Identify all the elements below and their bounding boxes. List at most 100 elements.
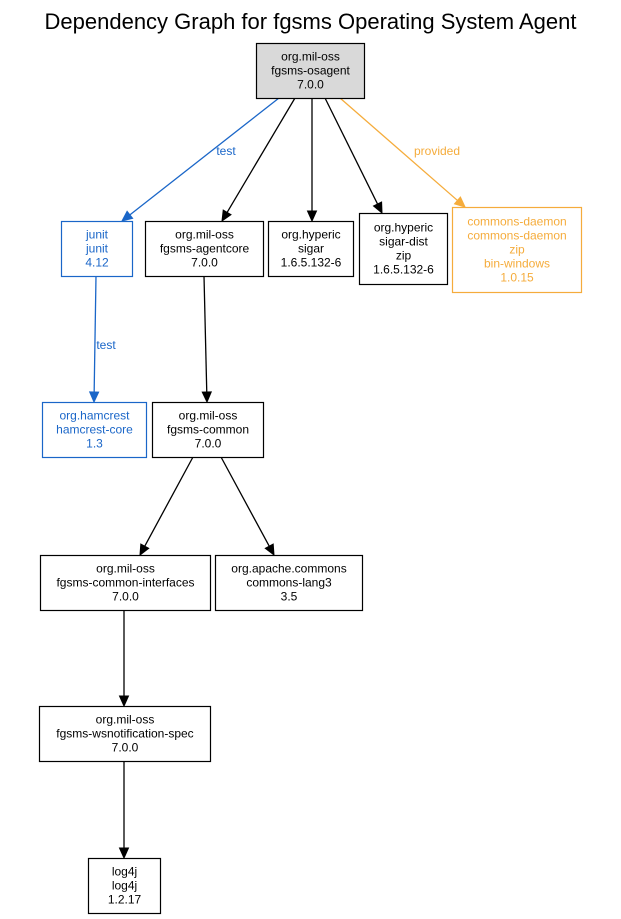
node-label-line: 4.12 (85, 256, 109, 270)
edge-line (226, 97, 296, 213)
arrowhead-icon (264, 543, 275, 557)
edge-line (93, 275, 97, 393)
node-wsn-spec[interactable]: org.mil-ossfgsms-wsnotification-spec7.0.… (38, 705, 212, 763)
arrowhead-icon (121, 210, 134, 222)
arrowhead-icon (118, 695, 130, 708)
node-label-line: org.hyperic (281, 228, 340, 242)
graph-title: Dependency Graph for fgsms Operating Sys… (44, 9, 577, 34)
node-box (41, 401, 148, 459)
node-label-line: junit (85, 242, 109, 256)
node-label-line: org.mil-oss (96, 562, 155, 576)
edge-line (324, 97, 379, 205)
edge-junit-to-hamcrest: test (88, 275, 116, 404)
node-box (151, 401, 265, 459)
arrowhead-icon (118, 847, 130, 860)
node-label-line: 1.2.17 (108, 893, 142, 907)
node-label-line: commons-lang3 (246, 576, 332, 590)
edge-common-to-common-interfaces (139, 456, 194, 557)
node-label-line: 7.0.0 (112, 741, 139, 755)
node-label-line: sigar (298, 242, 324, 256)
node-label-line: commons-daemon (467, 215, 566, 229)
node-box (87, 857, 162, 915)
node-label-line: org.mil-oss (281, 50, 340, 64)
node-commons-daemon[interactable]: commons-daemoncommons-daemonzipbin-windo… (451, 206, 583, 294)
edge-osagent-to-commons-daemon: provided (339, 97, 466, 208)
node-label-line: org.hamcrest (59, 409, 130, 423)
node-label-line: commons-daemon (467, 229, 566, 243)
edge-agentcore-to-common (201, 275, 213, 404)
node-label-line: hamcrest-core (56, 423, 133, 437)
arrowhead-icon (372, 201, 383, 215)
node-label-line: sigar-dist (379, 235, 428, 249)
arrowhead-icon (306, 210, 318, 223)
edge-label: test (96, 338, 116, 352)
edge-layer: test provided test (88, 97, 466, 860)
node-label-line: org.mil-oss (179, 409, 238, 423)
node-label-line: fgsms-common-interfaces (56, 576, 194, 590)
node-label-line: log4j (112, 879, 137, 893)
edge-line (203, 275, 208, 393)
node-label-line: zip (509, 243, 525, 257)
edge-osagent-to-sigar (306, 98, 318, 223)
node-box (214, 554, 364, 612)
node-layer: org.mil-ossfgsms-osagent7.0.0junitjunit4… (38, 42, 583, 915)
edge-osagent-to-junit: test (121, 97, 280, 222)
node-label-line: org.hyperic (374, 221, 433, 235)
node-label-line: org.mil-oss (175, 228, 234, 242)
edge-osagent-to-sigar-dist (324, 97, 383, 215)
node-label-line: fgsms-osagent (271, 64, 350, 78)
edge-common-interfaces-to-wsn-spec (118, 610, 130, 708)
node-label-line: bin-windows (484, 257, 550, 271)
arrowhead-icon (221, 209, 232, 223)
edge-line (129, 97, 280, 216)
node-box (39, 554, 212, 612)
arrowhead-icon (88, 391, 100, 404)
edge-label: provided (414, 144, 460, 158)
node-label-line: fgsms-common (167, 423, 249, 437)
node-label-line: 1.6.5.132-6 (281, 256, 342, 270)
arrowhead-icon (139, 543, 150, 557)
node-label-line: 3.5 (281, 590, 298, 604)
edge-label: test (216, 144, 236, 158)
node-box (38, 705, 212, 763)
edge-line (144, 456, 194, 547)
edge-common-to-lang3 (220, 456, 275, 557)
node-box (144, 220, 265, 278)
node-label-line: 1.0.15 (500, 271, 534, 285)
node-box (451, 206, 583, 294)
edge-line (220, 456, 270, 547)
node-box (358, 212, 449, 286)
node-label-line: 7.0.0 (191, 256, 218, 270)
node-label-line: 1.3 (86, 437, 103, 451)
node-label-line: log4j (112, 865, 137, 879)
node-box (60, 220, 134, 278)
node-label-line: zip (396, 249, 412, 263)
edge-osagent-to-agentcore (221, 97, 296, 223)
node-label-line: fgsms-agentcore (160, 242, 250, 256)
node-label-line: 7.0.0 (112, 590, 139, 604)
node-label-line: junit (85, 228, 109, 242)
node-label-line: 1.6.5.132-6 (373, 263, 434, 277)
node-box (267, 220, 355, 278)
node-label-line: org.apache.commons (231, 562, 346, 576)
edge-wsn-spec-to-log4j (118, 761, 130, 860)
node-label-line: 7.0.0 (297, 78, 324, 92)
node-label-line: fgsms-wsnotification-spec (56, 727, 193, 741)
node-label-line: 7.0.0 (195, 437, 222, 451)
node-box (255, 42, 366, 100)
arrowhead-icon (201, 391, 213, 404)
edge-line (339, 97, 458, 201)
node-label-line: org.mil-oss (96, 713, 155, 727)
arrowhead-icon (453, 196, 466, 208)
